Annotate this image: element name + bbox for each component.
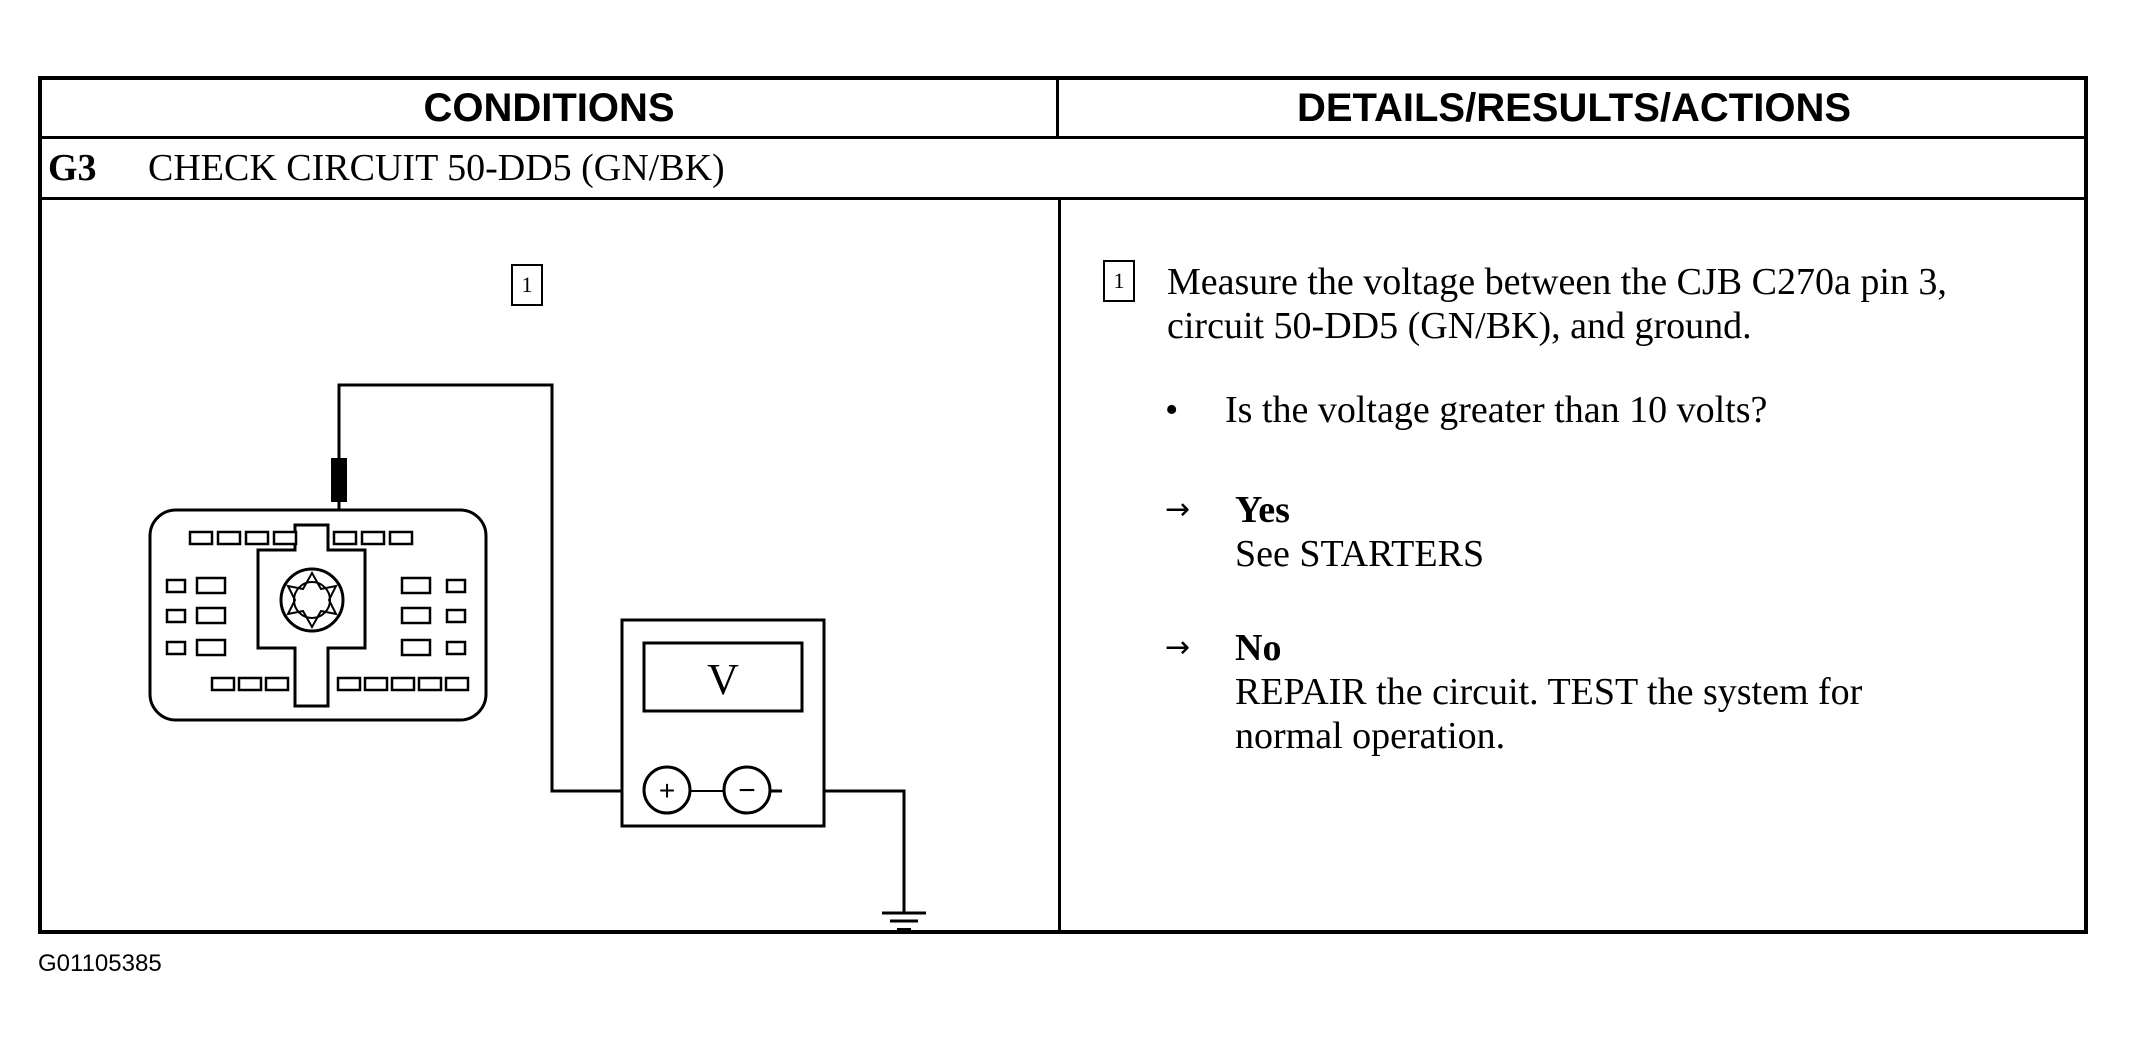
- no-action-line-1: REPAIR the circuit. TEST the system for: [1235, 671, 1863, 713]
- arrow-right-icon: →: [1165, 630, 1191, 665]
- step-divider: [42, 197, 2084, 200]
- column-divider-lower: [1058, 200, 1061, 930]
- details-step-marker: 1: [1103, 260, 1135, 302]
- measure-instruction: Measure the voltage between the CJB C270…: [1167, 260, 2067, 348]
- yes-action: See STARTERS: [1235, 533, 1485, 575]
- multimeter-display: [642, 641, 804, 713]
- probe-wire: [337, 383, 622, 793]
- header-divider: [42, 136, 2084, 139]
- no-action-line-2: normal operation.: [1235, 715, 1506, 757]
- probe-tip: [331, 458, 347, 502]
- question-row: • Is the voltage greater than 10 volts?: [1165, 388, 1767, 432]
- procedure-table: CONDITIONS DETAILS/RESULTS/ACTIONS G3 CH…: [38, 76, 2088, 934]
- instruction-line-1: Measure the voltage between the CJB C270…: [1167, 261, 1947, 303]
- bullet-icon: •: [1165, 389, 1179, 431]
- question-text: Is the voltage greater than 10 volts?: [1225, 389, 1768, 431]
- details-header: DETAILS/RESULTS/ACTIONS: [1296, 85, 1852, 130]
- ground-icon: [882, 911, 926, 930]
- connector-diagram: 1: [42, 200, 1058, 930]
- wiring-drawing: V + −: [148, 383, 926, 930]
- step-title: CHECK CIRCUIT 50-DD5 (GN/BK): [148, 147, 725, 189]
- conditions-header: CONDITIONS: [423, 85, 675, 130]
- column-divider: [1056, 80, 1059, 136]
- yes-label: Yes: [1235, 489, 1290, 531]
- step-id: G3: [48, 147, 97, 189]
- step-title-row: G3 CHECK CIRCUIT 50-DD5 (GN/BK): [42, 139, 2084, 197]
- arrow-right-icon: →: [1165, 492, 1191, 527]
- no-answer: → No REPAIR the circuit. TEST the system…: [1165, 626, 1862, 758]
- no-label: No: [1235, 627, 1282, 669]
- minus-symbol: −: [738, 774, 756, 807]
- connector-pins: [165, 530, 470, 692]
- details-panel: 1 Measure the voltage between the CJB C2…: [1061, 200, 2084, 930]
- figure-id: G01105385: [38, 950, 162, 977]
- plus-symbol: +: [659, 775, 675, 806]
- instruction-line-2: circuit 50-DD5 (GN/BK), and ground.: [1167, 305, 1752, 347]
- diagram-step-marker: 1: [511, 264, 543, 306]
- meter-display-text: V: [707, 655, 739, 704]
- yes-answer: → Yes See STARTERS: [1165, 488, 1484, 576]
